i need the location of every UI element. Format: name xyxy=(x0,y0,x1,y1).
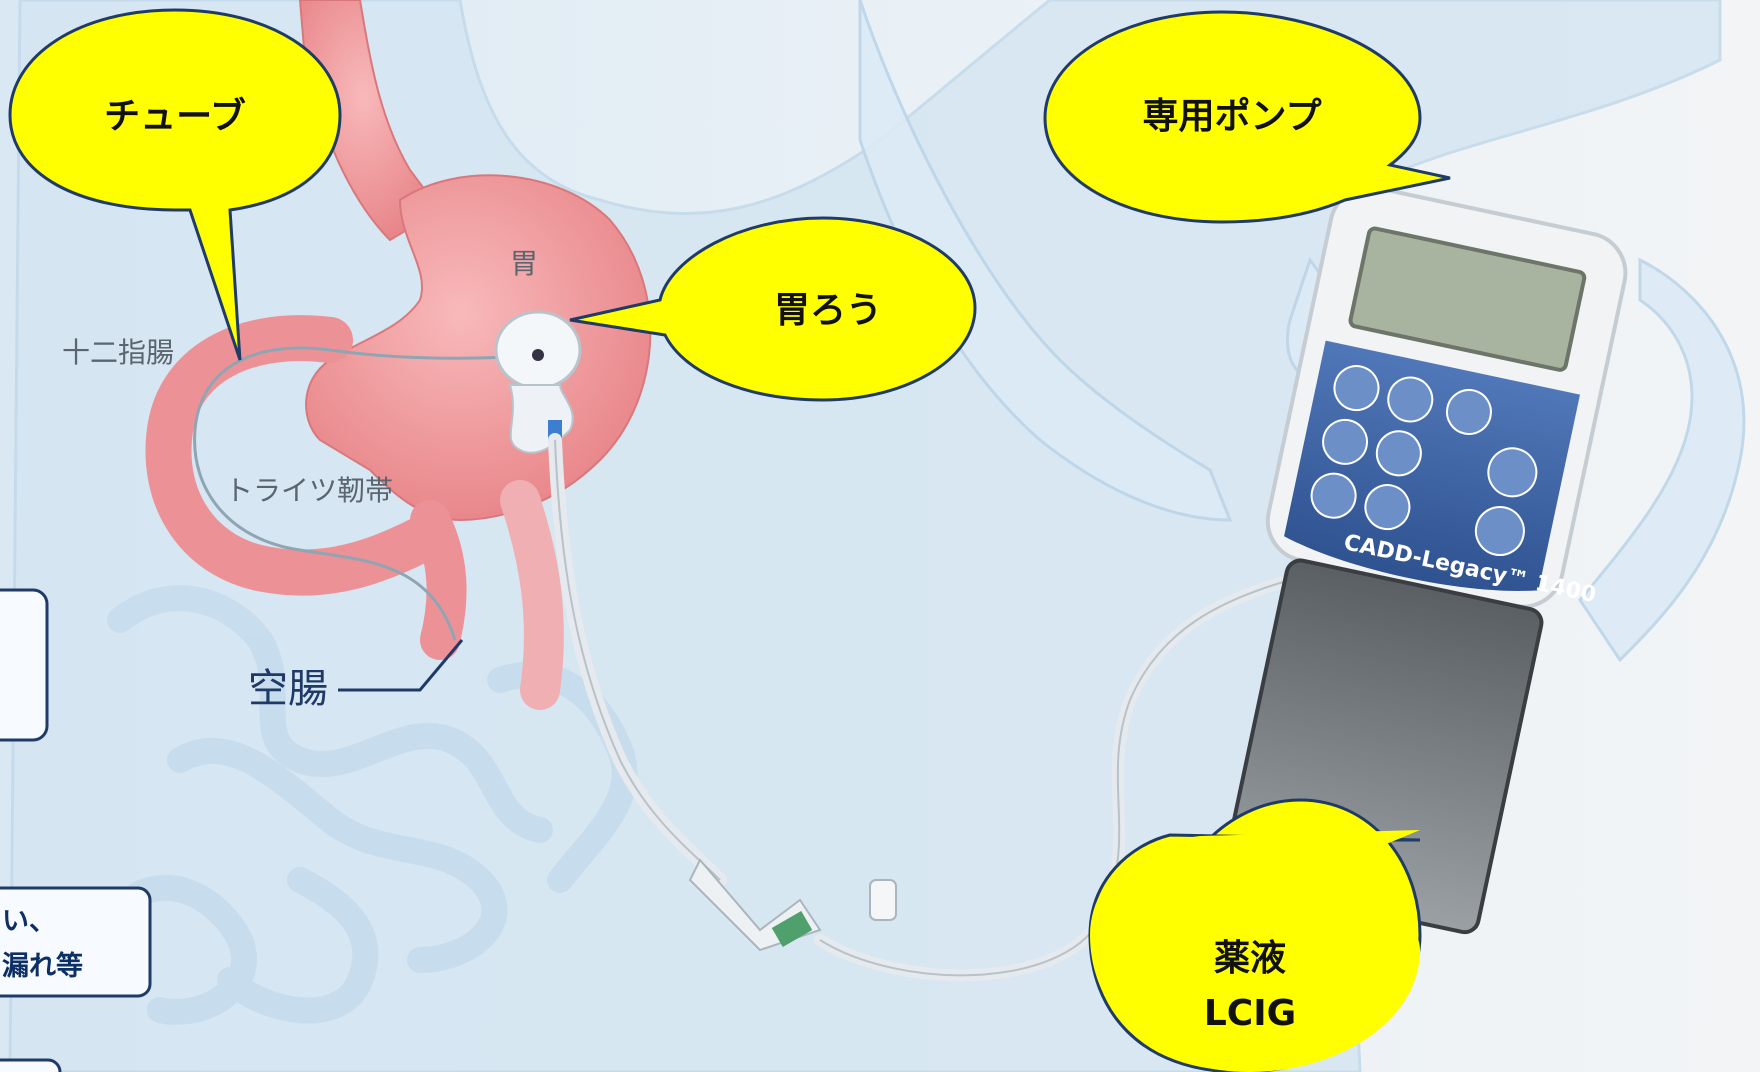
callout-gastrostomy-text: 胃ろう xyxy=(774,290,882,331)
label-duodenum: 十二指腸 xyxy=(62,336,174,369)
label-jejunum: 空腸 xyxy=(248,666,328,712)
label-stomach: 胃 xyxy=(510,247,538,280)
label-ligament-of-treitz: トライツ靭帯 xyxy=(225,474,393,507)
callout-pump-text: 専用ポンプ xyxy=(1143,95,1322,137)
callout-medicine-line2: LCIG xyxy=(1204,993,1296,1034)
side-box-1 xyxy=(0,590,47,740)
callout-tube-text: チューブ xyxy=(104,95,246,137)
side-box-2-line2: 漏れ等 xyxy=(2,950,83,982)
side-box-3 xyxy=(0,1060,60,1072)
side-box-2: い、 漏れ等 xyxy=(0,888,150,996)
side-box-2-line1: い、 xyxy=(2,906,56,937)
callout-medicine-line1: 薬液 xyxy=(1214,938,1286,979)
